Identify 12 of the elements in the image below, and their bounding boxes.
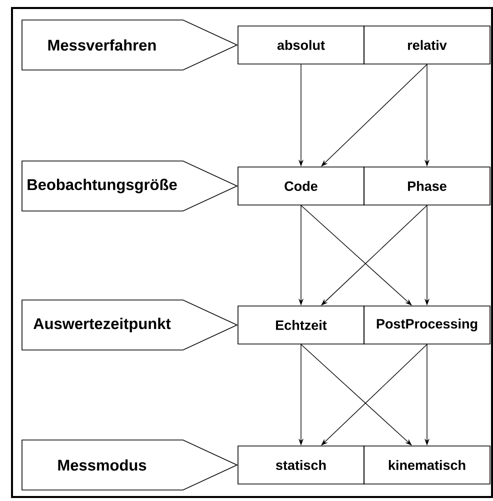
category-cell: kinematisch	[364, 446, 490, 484]
pentagon-label: Messverfahren	[22, 20, 238, 70]
category-cell: relativ	[364, 26, 490, 64]
category-cell: absolut	[238, 26, 364, 64]
pentagon-label: Auswertezeitpunkt	[22, 300, 238, 350]
pentagon-label: Messmodus	[22, 440, 238, 490]
category-cell: PostProcessing	[364, 306, 490, 344]
category-cell: statisch	[238, 446, 364, 484]
category-cell: Phase	[364, 166, 490, 206]
pentagon-label: Beobachtungsgröße	[22, 160, 238, 212]
category-cell: Echtzeit	[238, 306, 364, 344]
category-cell: Code	[238, 166, 364, 206]
